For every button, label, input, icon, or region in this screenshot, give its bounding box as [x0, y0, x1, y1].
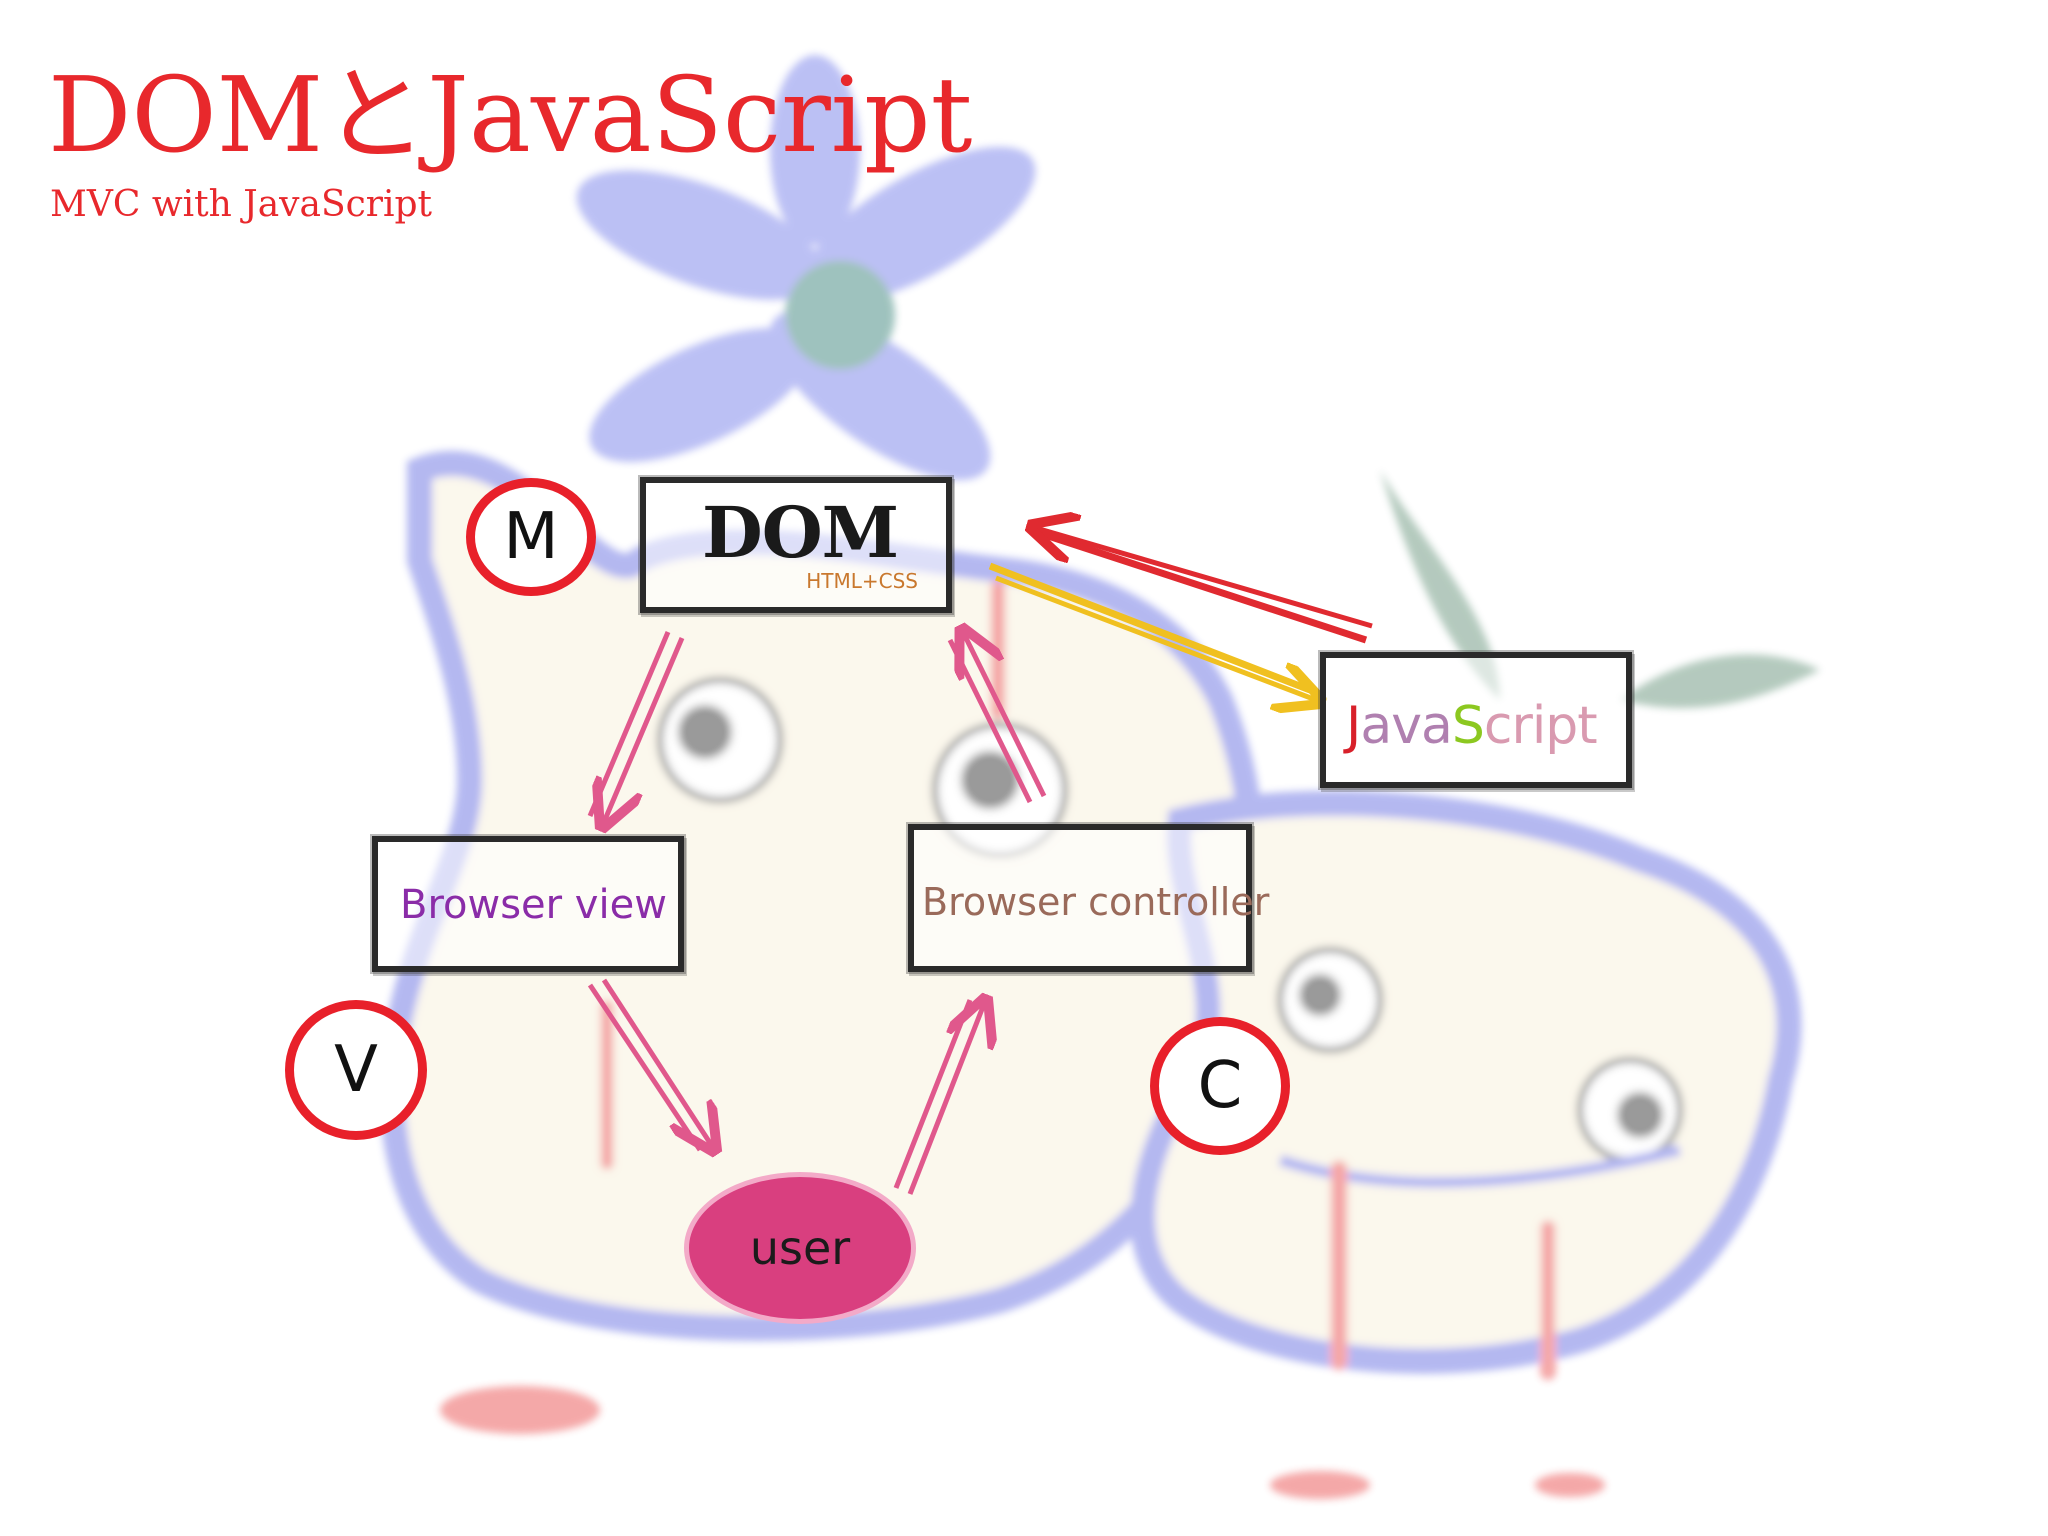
- javascript-label: JavaScript: [1346, 696, 1598, 756]
- browser-controller-box: Browser controller: [908, 824, 1269, 972]
- javascript-label-cript: cript: [1483, 696, 1598, 756]
- dom-label: DOM: [702, 491, 899, 574]
- browser-controller-label: Browser controller: [922, 880, 1270, 924]
- slide-subtitle: MVC with JavaScript: [50, 184, 433, 225]
- javascript-box: JavaScript: [1320, 652, 1632, 788]
- browser-view-label: Browser view: [400, 882, 667, 928]
- dom-sublabel: HTML+CSS: [806, 569, 918, 593]
- badge-view: V: [285, 1000, 427, 1140]
- javascript-label-ava: ava: [1360, 696, 1453, 756]
- javascript-label-s: S: [1451, 696, 1485, 756]
- user-node: user: [684, 1172, 916, 1324]
- javascript-label-j: J: [1346, 696, 1361, 756]
- badge-model: M: [466, 478, 596, 596]
- slide-title: DOMとJavaScript: [48, 54, 973, 176]
- browser-view-box: Browser view: [372, 836, 684, 972]
- dom-box: DOM HTML+CSS: [640, 477, 952, 613]
- badge-controller: C: [1150, 1017, 1290, 1155]
